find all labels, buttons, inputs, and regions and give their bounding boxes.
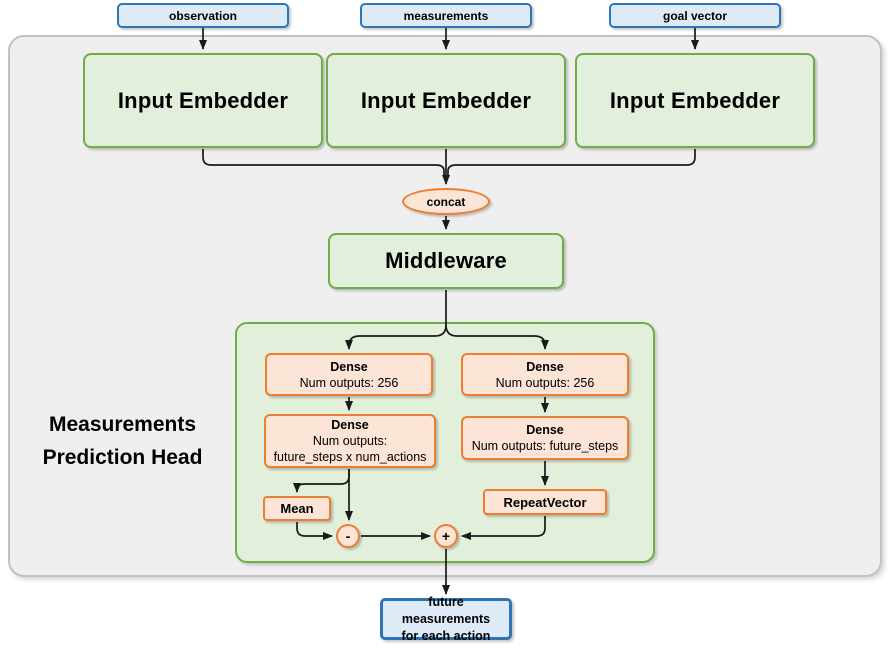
edge-split-left <box>345 324 447 350</box>
dense-left-2-detail2: future_steps x num_actions <box>273 450 427 464</box>
dense-right-2-title: Dense <box>526 423 564 437</box>
dense-right-2: Dense Num outputs: future_steps <box>461 416 629 460</box>
dense-left-1-detail: Num outputs: 256 <box>299 375 399 390</box>
repeat-vector-node: RepeatVector <box>483 489 607 515</box>
plus-operator-node: + <box>434 524 458 548</box>
input-node-measurements: measurements <box>360 3 532 28</box>
dense-left-2: Dense Num outputs: future_steps x num_ac… <box>264 414 436 468</box>
embedder-node-3: Input Embedder <box>575 53 815 148</box>
minus-operator-node: - <box>336 524 360 548</box>
dense-right-1-detail: Num outputs: 256 <box>495 375 595 390</box>
embedder-node-2: Input Embedder <box>326 53 566 148</box>
head-title-line1: Measurements <box>48 413 197 436</box>
dense-left-1: Dense Num outputs: 256 <box>265 353 433 396</box>
edge-embedder3-merge <box>447 149 696 175</box>
edge-mean-to-minus <box>296 522 333 540</box>
concat-node: concat <box>402 188 490 215</box>
input-node-observation: observation <box>117 3 289 28</box>
output-line2: for each action <box>401 628 491 643</box>
edge-repeatvector-to-plus <box>461 516 546 540</box>
dense-right-1: Dense Num outputs: 256 <box>461 353 629 396</box>
dense-right-1-title: Dense <box>526 359 564 374</box>
middleware-node: Middleware <box>328 233 564 289</box>
dense-left-1-title: Dense <box>330 359 368 374</box>
input-node-goal-vector: goal vector <box>609 3 781 28</box>
head-title: Measurements Prediction Head <box>20 408 225 474</box>
edge-embedder1-merge <box>202 149 445 175</box>
edge-split-right <box>445 324 549 350</box>
head-title-line2: Prediction Head <box>42 446 203 469</box>
dense-left-2-detail: Num outputs: <box>312 434 388 448</box>
output-node: future measurements for each action <box>380 595 512 643</box>
edge-denseL2-to-mean <box>293 469 350 493</box>
dense-left-2-title: Dense <box>331 418 369 432</box>
output-line1: future measurements <box>401 594 491 626</box>
embedder-node-1: Input Embedder <box>83 53 323 148</box>
mean-node: Mean <box>263 496 331 521</box>
dense-right-2-detail: Num outputs: future_steps <box>471 439 619 453</box>
